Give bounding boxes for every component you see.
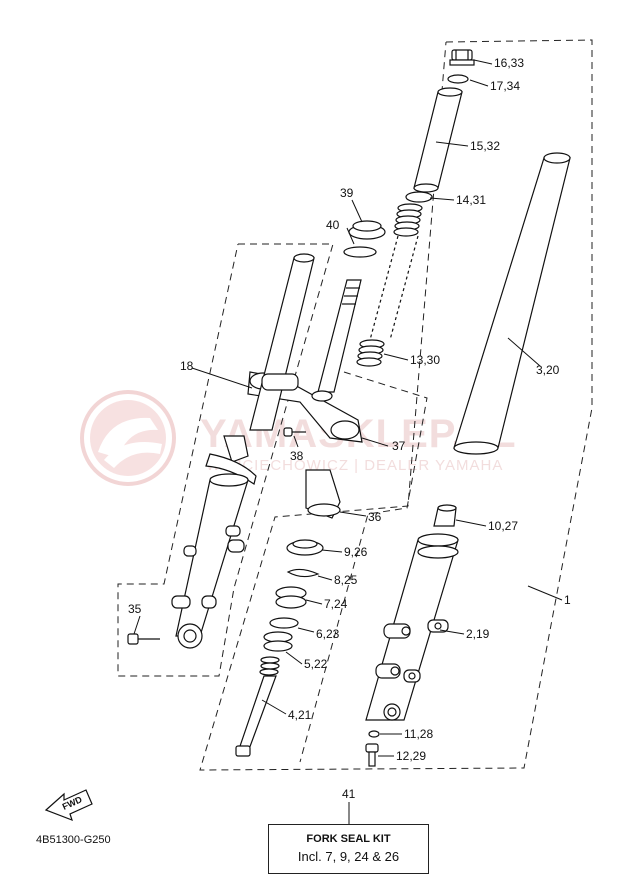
washer-seal-part — [269, 617, 299, 629]
callout-37: 37 — [392, 439, 406, 453]
callout-11-28: 11,28 — [404, 727, 433, 741]
callout-labels: 16,33 17,34 15,32 39 14,31 40 13,30 18 3… — [128, 56, 571, 801]
fork-cover-part — [305, 469, 341, 519]
callout-3-20: 3,20 — [536, 363, 560, 377]
callout-8-25: 8,25 — [334, 573, 358, 587]
callout-12-29: 12,29 — [396, 749, 426, 763]
callout-5-22: 5,22 — [304, 657, 328, 671]
callout-9-26: 9,26 — [344, 545, 368, 559]
fork-seal-kit-box: FORK SEAL KIT Incl. 7, 9, 24 & 26 — [268, 824, 429, 874]
drain-washer-part — [368, 730, 380, 738]
callout-10-27: 10,27 — [488, 519, 518, 533]
right-fork-group-outline — [199, 39, 593, 771]
watermark-logo-icon — [80, 390, 176, 486]
oil-seal-dust-part — [286, 539, 324, 556]
callout-41: 41 — [342, 787, 356, 801]
watermark: YAMASKLEP.PL WOJCIECHOWICZ | DEALER YAMA… — [80, 390, 516, 486]
right-fork-assembly — [356, 49, 571, 767]
steering-stem-part — [317, 279, 362, 393]
callout-14-31: 14,31 — [456, 193, 486, 207]
callout-15-32: 15,32 — [470, 139, 500, 153]
o-ring-part — [447, 74, 469, 84]
inner-tube-part — [453, 152, 571, 455]
left-inner-tube-part — [249, 253, 315, 431]
washer-part — [405, 191, 433, 203]
leader-lines — [133, 59, 563, 824]
clip-part — [286, 568, 320, 578]
cap-bolt-part — [449, 49, 475, 66]
damper-group-outline — [299, 371, 428, 763]
callout-38: 38 — [290, 449, 304, 463]
callout-4-21: 4,21 — [288, 708, 312, 722]
lower-spring-part — [356, 339, 385, 367]
callout-6-23: 6,23 — [316, 627, 340, 641]
oil-seal-part — [275, 586, 307, 609]
kit-contents: Incl. 7, 9, 24 & 26 — [297, 849, 400, 864]
callout-39: 39 — [340, 186, 354, 200]
rebound-spring-part — [259, 656, 280, 676]
dust-seal-part — [433, 504, 457, 527]
damper-assembly — [235, 539, 324, 757]
callout-17-34: 17,34 — [490, 79, 520, 93]
kit-title: FORK SEAL KIT — [306, 833, 391, 845]
callout-35: 35 — [128, 602, 142, 616]
left-fork-assembly — [127, 253, 315, 649]
drain-bolt-part — [365, 743, 379, 767]
damper-rod-part — [235, 675, 277, 757]
callout-2-19: 2,19 — [466, 627, 490, 641]
callout-1: 1 — [564, 593, 571, 607]
left-fork-group-outline — [117, 243, 334, 677]
upper-spring-part — [393, 203, 423, 237]
watermark-subtitle: WOJCIECHOWICZ | DEALER YAMAHA — [206, 457, 503, 474]
callout-7-24: 7,24 — [324, 597, 348, 611]
bearing-part — [343, 246, 377, 258]
outer-tube-part — [365, 533, 459, 721]
callout-18: 18 — [180, 359, 194, 373]
axle-pinch-bolt-part — [127, 633, 160, 645]
callout-13-30: 13,30 — [410, 353, 440, 367]
piston-ring-part — [263, 631, 293, 652]
pinch-bolt-part — [283, 427, 306, 437]
fwd-arrow-icon: FWD — [44, 789, 93, 822]
callout-36: 36 — [368, 510, 382, 524]
diagram-code: 4B51300-G250 — [36, 834, 111, 846]
callout-16-33: 16,33 — [494, 56, 524, 70]
spacer-tube-part — [413, 87, 463, 193]
bearing-race-part — [348, 220, 386, 240]
left-outer-tube-part — [171, 473, 249, 649]
dashed-outlines — [117, 39, 593, 771]
callout-40: 40 — [326, 218, 340, 232]
